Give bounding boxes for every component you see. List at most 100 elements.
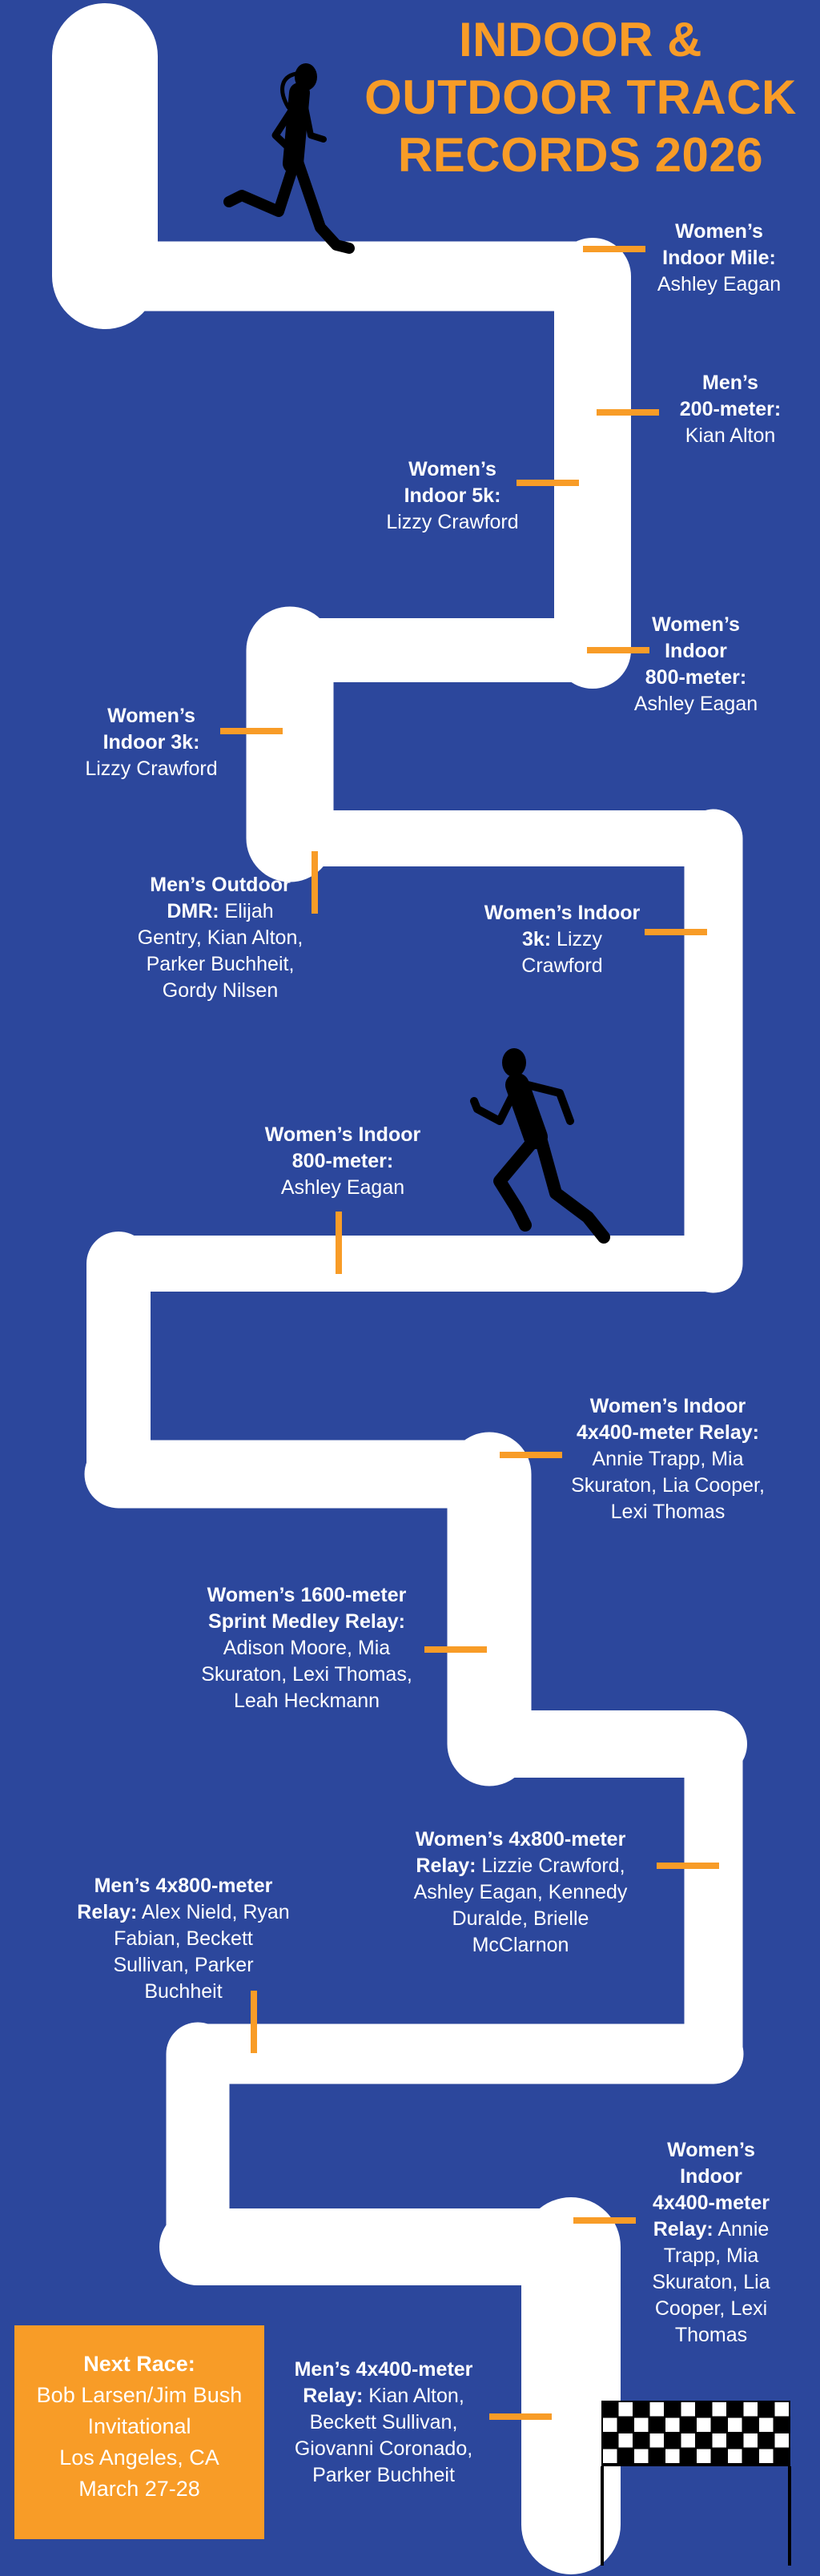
record-event: Women’s Indoor — [589, 1395, 746, 1417]
record-line: Women’s — [551, 219, 820, 245]
record-event: 4x400-meter — [653, 2192, 770, 2214]
flag-square — [665, 2417, 680, 2432]
record-line: Skuraton, Lia Cooper, — [500, 1473, 820, 1499]
next-race-location: Los Angeles, CA — [59, 2445, 219, 2470]
record-line: Leah Heckmann — [139, 1688, 475, 1714]
record-line: 4x400-meter Relay: — [500, 1420, 820, 1446]
record-holder: Alex Nield, Ryan — [137, 1901, 290, 1923]
flag-square — [634, 2417, 649, 2432]
record-holder: Crawford — [521, 954, 603, 977]
next-race-name: Invitational — [87, 2414, 191, 2438]
flag-square — [618, 2433, 633, 2448]
flag-square — [649, 2402, 664, 2417]
next-race-box: Next Race: Bob Larsen/Jim Bush Invitatio… — [14, 2325, 264, 2539]
record-event: 800-meter: — [291, 1150, 394, 1172]
record-holder: Kian Alton — [685, 424, 776, 447]
record-event: Men’s — [702, 372, 758, 394]
checkered-flag-icon — [601, 2401, 791, 2566]
record-line: Women’s Indoor — [500, 1393, 820, 1420]
record-event: Indoor 5k: — [404, 484, 501, 507]
record-line: Sullivan, Parker — [15, 1952, 352, 1979]
record-line: Ashley Eagan — [528, 691, 820, 717]
record-holder: Beckett Sullivan, — [309, 2411, 458, 2433]
record-line: Annie Trapp, Mia — [500, 1446, 820, 1473]
record-event: 3k: — [521, 928, 552, 950]
record-marker — [587, 647, 649, 653]
flag-square — [681, 2433, 695, 2448]
record-line: Men’s — [562, 370, 820, 396]
record-event: Men’s 4x400-meter — [294, 2358, 473, 2381]
record-event: Relay: — [416, 1855, 476, 1877]
flag-square — [728, 2417, 742, 2432]
record-holder: Kian Alton, — [363, 2385, 464, 2407]
record-line: Indoor 5k: — [284, 483, 621, 509]
record-line: Women’s — [0, 703, 320, 729]
record-marker — [645, 929, 707, 935]
next-race-dates: March 27-28 — [78, 2477, 200, 2501]
record-event: Women’s — [652, 613, 740, 636]
record-marker — [251, 1991, 257, 2053]
record-holder: Leah Heckmann — [233, 1690, 380, 1712]
record-holder: Thomas — [674, 2324, 748, 2346]
record-line: Men’s Outdoor — [52, 872, 388, 898]
record-event: Women’s — [667, 2139, 755, 2161]
flag-square — [759, 2449, 774, 2463]
female-runner-icon — [223, 63, 355, 254]
record-line: Fabian, Beckett — [15, 1926, 352, 1952]
record-event: Relay: — [303, 2385, 364, 2407]
record-event: Indoor — [665, 640, 727, 662]
record-line: Adison Moore, Mia — [139, 1635, 475, 1662]
record-event: Indoor Mile: — [662, 247, 776, 269]
record-line: Beckett Sullivan, — [215, 2409, 552, 2436]
flag-square — [697, 2449, 711, 2463]
flag-square — [618, 2402, 633, 2417]
record-holder: Duralde, Brielle — [452, 1907, 589, 1930]
record-line: Kian Alton — [562, 423, 820, 449]
record-marker — [312, 851, 318, 914]
record-line: Relay: Annie — [543, 2216, 820, 2243]
record-event: 800-meter: — [645, 666, 747, 689]
record-event: Women’s Indoor — [264, 1123, 421, 1146]
flag-cloth — [601, 2401, 790, 2466]
record-holder: Annie Trapp, Mia — [592, 1448, 744, 1470]
record-line: 4x400-meter — [543, 2190, 820, 2216]
flag-square — [634, 2449, 649, 2463]
record-line: Women’s Indoor — [175, 1122, 511, 1148]
record-holder: Ashley Eagan — [280, 1176, 405, 1199]
record-line: Duralde, Brielle — [352, 1906, 689, 1932]
record-event: Indoor — [680, 2165, 742, 2188]
record-label: Women’s Indoor 800-meter: Ashley Eagan — [175, 1122, 511, 1201]
record-event: Relay: — [77, 1901, 138, 1923]
record-line: Women’s Indoor — [394, 900, 730, 926]
record-line: Ashley Eagan — [175, 1175, 511, 1201]
record-line: Men’s 4x800-meter — [15, 1873, 352, 1899]
record-event: Men’s 4x800-meter — [94, 1875, 273, 1897]
title-line: INDOOR & — [459, 13, 702, 66]
flag-square — [697, 2417, 711, 2432]
record-event: DMR: — [167, 900, 219, 922]
record-holder: McClarnon — [472, 1934, 569, 1956]
record-holder: Sullivan, Parker — [113, 1954, 254, 1976]
flag-square — [665, 2449, 680, 2463]
record-line: Women’s 1600-meter — [139, 1582, 475, 1609]
record-line: Women’s — [543, 2137, 820, 2164]
title-line: RECORDS 2026 — [397, 128, 764, 182]
record-line: Giovanni Coronado, — [215, 2436, 552, 2462]
flag-square — [603, 2417, 617, 2432]
record-holder: Lexi Thomas — [610, 1501, 726, 1523]
record-line: Skuraton, Lexi Thomas, — [139, 1662, 475, 1688]
record-line: Lizzy Crawford — [284, 509, 621, 536]
record-line: Relay: Lizzie Crawford, — [352, 1853, 689, 1879]
record-line: 800-meter: — [528, 665, 820, 691]
flag-square — [759, 2417, 774, 2432]
